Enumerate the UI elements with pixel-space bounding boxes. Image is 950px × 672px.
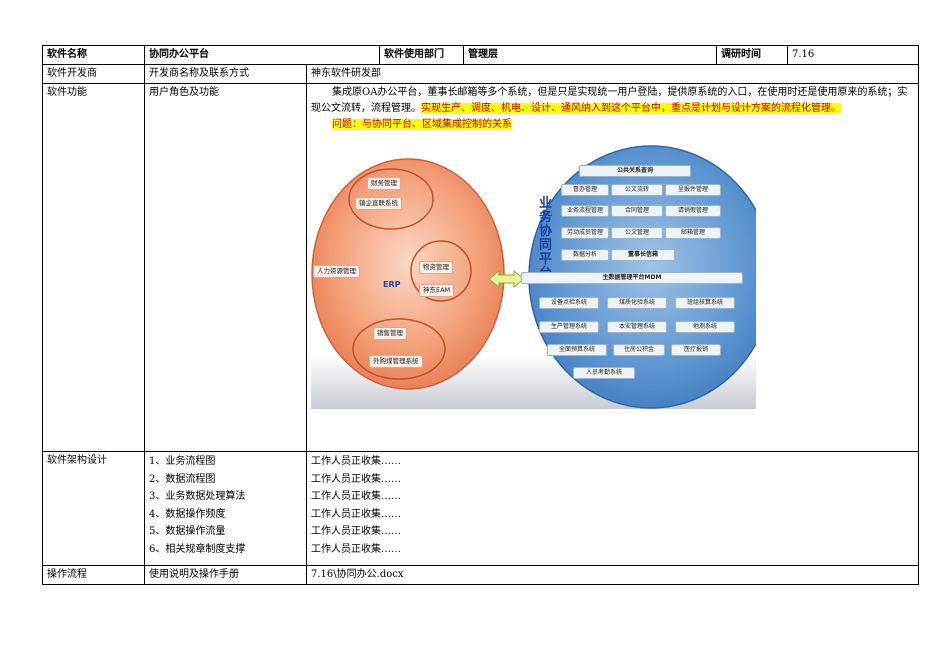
left-item-4: 物资管理 xyxy=(419,261,453,274)
function-label: 软件功能 xyxy=(42,83,145,452)
bottom-item: 人员考勤系统 xyxy=(573,367,635,379)
time-value: 7.16 xyxy=(787,45,919,65)
left-item-1: 财务管理 xyxy=(367,177,401,190)
grid-item: 公文管理 xyxy=(611,227,663,239)
architecture-value: 工作人员正收集…… xyxy=(311,543,401,555)
grid-item: 呈报件管理 xyxy=(665,184,721,196)
architecture-value: 工作人员正收集…… xyxy=(311,491,401,502)
grid-item: 督办管理 xyxy=(561,184,609,196)
left-item-5: 神东EAM xyxy=(419,284,455,297)
grid-item: 劳动成员管理 xyxy=(561,227,609,239)
function-sub: 用户角色及功能 xyxy=(144,83,307,452)
function-content: 集成原OA办公平台，董事长邮箱等多个系统，但是只是实现统一用户登陆，提供原系统的… xyxy=(306,83,919,452)
highlighted-text: 实现生产、调度、机电、设计、通风纳入到这个平台中，重点是计划与设计方案的流程化管… xyxy=(421,103,841,114)
left-item-7: 外购煤管理系统 xyxy=(369,355,423,368)
left-item-3: 人力资源管理 xyxy=(313,265,360,278)
name-label: 软件名称 xyxy=(42,45,145,65)
left-item-2: 镇企直联系统 xyxy=(355,197,402,210)
architecture-label: 软件架构设计 xyxy=(42,451,145,566)
dept-label: 软件使用部门 xyxy=(379,45,464,65)
bottom-item: 班组核算系统 xyxy=(675,297,735,309)
developer-sub: 开发商名称及联系方式 xyxy=(144,64,307,84)
grid-item: 数据分析 xyxy=(561,249,609,261)
architecture-value: 工作人员正收集…… xyxy=(311,473,401,485)
grid-item: 合同管理 xyxy=(611,205,663,217)
vertical-title: 业务协 同平台 xyxy=(539,196,553,281)
architecture-item: 1、业务流程图 xyxy=(149,456,216,467)
name-value: 协同办公平台 xyxy=(144,45,380,65)
architecture-items: 1、业务流程图 2、数据流程图 3、业务数据处理算法 4、数据操作频度 5、数据… xyxy=(144,451,307,566)
grid-item: 邮箱管理 xyxy=(665,227,721,239)
left-item-6: 销售管理 xyxy=(373,327,407,340)
survey-table: 软件名称 协同办公平台 软件使用部门 管理层 调研时间 7.16 软件开发商 开… xyxy=(42,45,919,585)
developer-value: 神东软件研发部 xyxy=(306,64,919,84)
architecture-values: 工作人员正收集…… 工作人员正收集…… 工作人员正收集…… 工作人员正收集…… … xyxy=(306,451,919,566)
architecture-item: 2、数据流程图 xyxy=(149,473,216,485)
architecture-item: 4、数据操作频度 xyxy=(149,508,226,520)
architecture-value: 工作人员正收集…… xyxy=(311,526,401,537)
architecture-item: 5、数据操作流量 xyxy=(149,526,226,537)
top-box: 公共关系查询 xyxy=(579,165,691,177)
architecture-value: 工作人员正收集…… xyxy=(311,508,401,520)
grid-item: 公文流转 xyxy=(611,184,663,196)
operation-file-link[interactable]: 7.16\协同办公.docx xyxy=(306,565,919,585)
bottom-item: 住房公积金 xyxy=(613,344,665,356)
bottom-item: 全面预算系统 xyxy=(547,344,607,356)
developer-label: 软件开发商 xyxy=(42,64,145,84)
bottom-item: 地测系统 xyxy=(675,321,735,333)
operation-label: 操作流程 xyxy=(42,565,145,585)
bottom-item: 医疗报销 xyxy=(671,344,721,356)
bottom-item: 本安管理系统 xyxy=(607,321,667,333)
bottom-item: 生产管理系统 xyxy=(539,321,599,333)
time-label: 调研时间 xyxy=(716,45,788,65)
dept-value: 管理层 xyxy=(463,45,717,65)
architecture-item: 3、业务数据处理算法 xyxy=(149,491,246,502)
bottom-item: 煤质化验系统 xyxy=(607,297,667,309)
mdm-box: 主数据管理平台MDM xyxy=(521,272,743,284)
bottom-item: 设备点检系统 xyxy=(539,297,599,309)
erp-label: ERP xyxy=(383,280,401,289)
operation-sub: 使用说明及操作手册 xyxy=(144,565,307,585)
grid-item: 请销假管理 xyxy=(665,205,721,217)
grid-item: 业务流程管理 xyxy=(561,205,609,217)
grid-item: 董事长信箱 xyxy=(611,249,675,261)
platform-diagram: 财务管理 镇企直联系统 人力资源管理 物资管理 神东EAM 销售管理 外购煤管理… xyxy=(311,139,756,409)
architecture-item: 6、相关规章制度支撑 xyxy=(149,543,246,555)
question-line: 问题：与协同平台、区域集成控制的关系 xyxy=(332,119,512,130)
function-paragraph: 集成原OA办公平台，董事长邮箱等多个系统，但是只是实现统一用户登陆，提供原系统的… xyxy=(311,87,908,114)
architecture-value: 工作人员正收集…… xyxy=(311,456,401,467)
